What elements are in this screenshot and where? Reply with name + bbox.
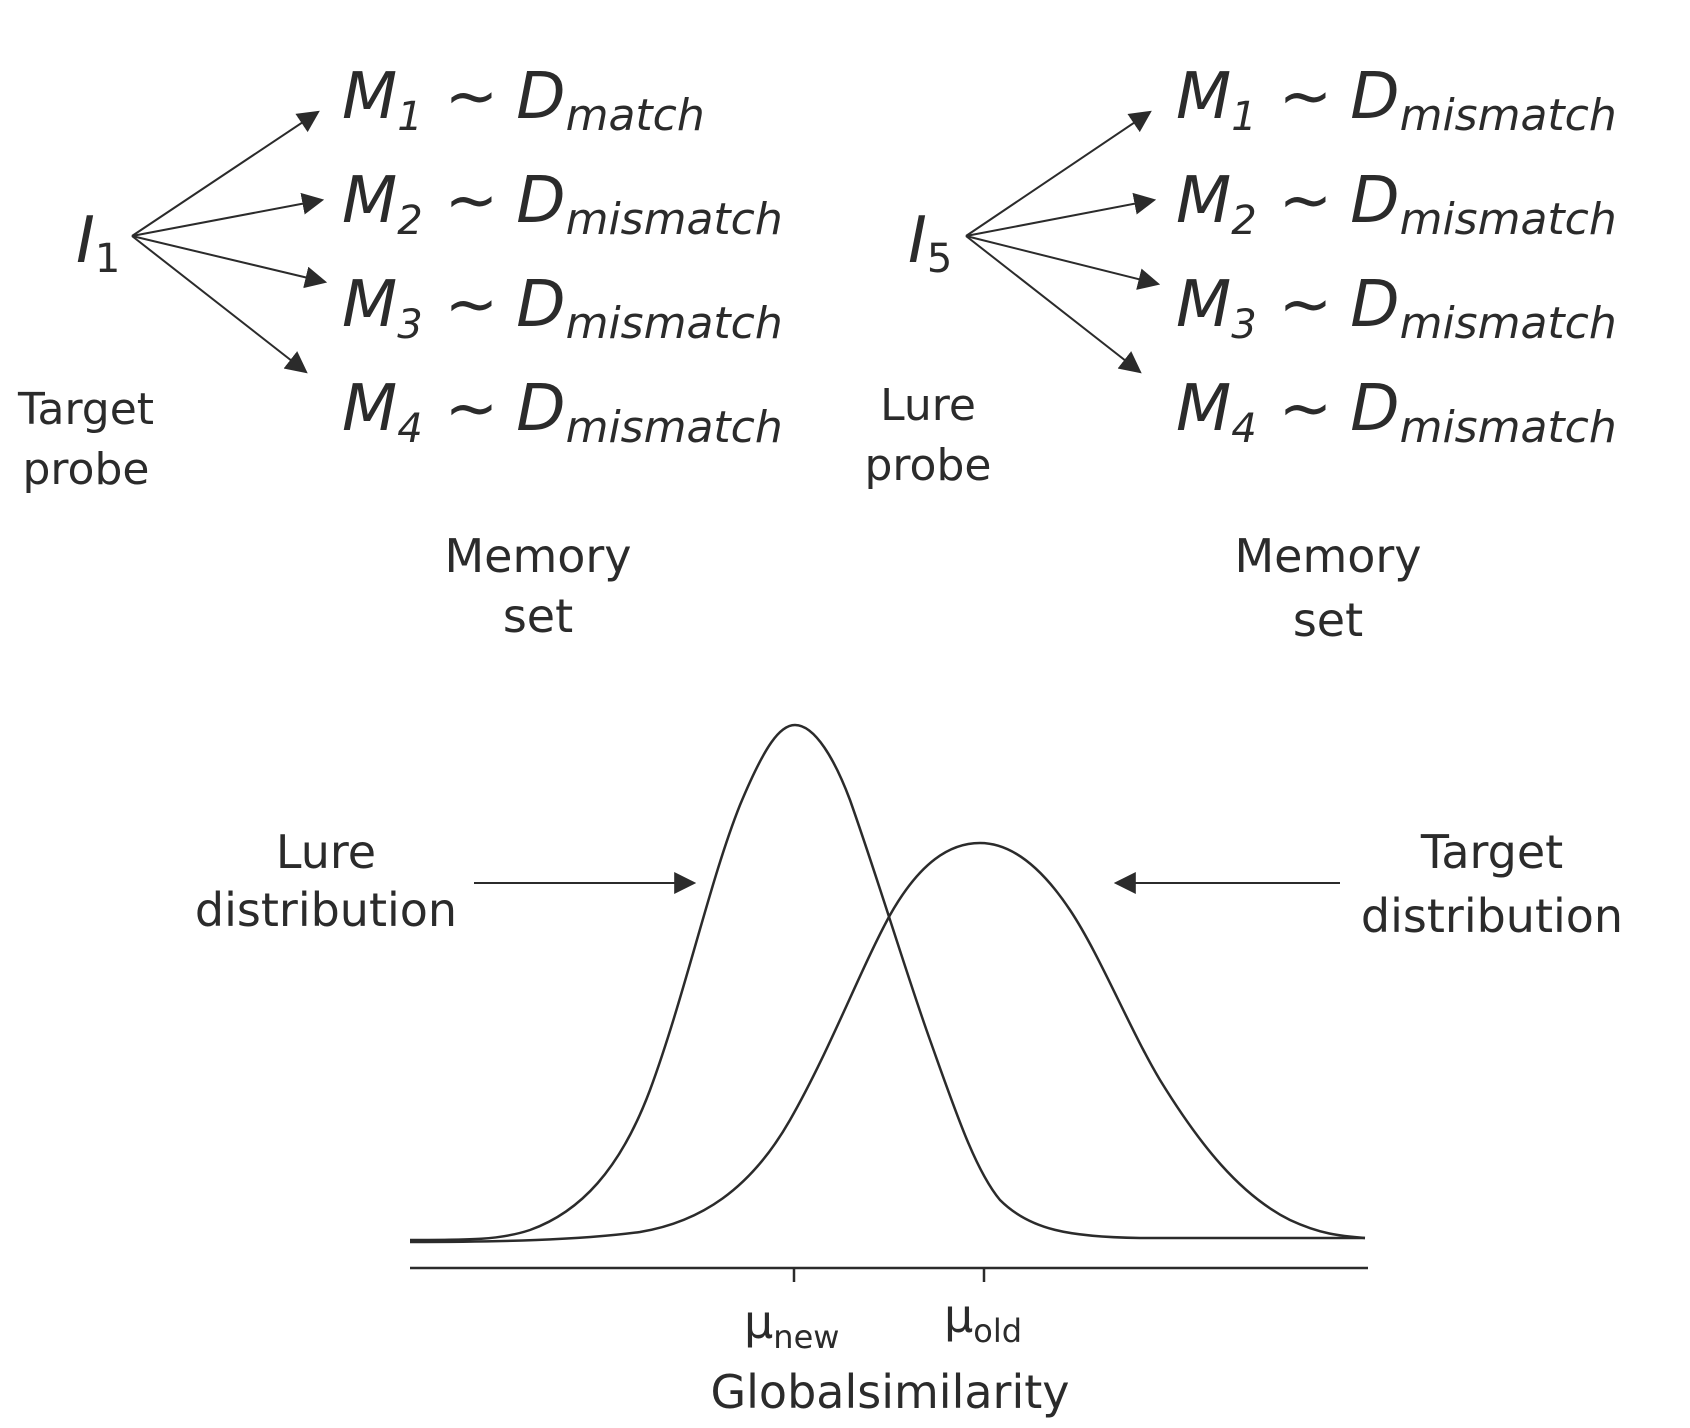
- right-memory-set-label-line2: set: [1293, 593, 1363, 647]
- tick-label-mu-old: μold: [944, 1289, 1022, 1350]
- right-memory-item-4: M4~Dmismatch: [1176, 372, 1617, 453]
- target-distribution-curve: [409, 841, 1366, 1244]
- arrow-to-m3: [965, 235, 1161, 290]
- right-panel: I5 M1~Dmismatch M2~Dmismatch M3~Dmismatc…: [865, 60, 1617, 647]
- left-memory-item-3: M3~Dmismatch: [342, 268, 783, 349]
- right-probe-label-line1: Lure: [880, 380, 976, 431]
- target-distribution-label-line1: Target: [1420, 825, 1563, 879]
- right-memory-set-label-line1: Memory: [1234, 529, 1421, 583]
- arrow-to-m2: [965, 192, 1157, 237]
- left-memory-item-1: M1~Dmatch: [342, 60, 705, 141]
- left-memory-item-2: M2~Dmismatch: [342, 164, 783, 245]
- left-probe-arrows: [131, 110, 328, 374]
- right-probe-arrows: [965, 110, 1161, 374]
- right-memory-item-3: M3~Dmismatch: [1176, 268, 1617, 349]
- left-panel: I1 M1~Dmatch M2~Dmismatch M3~Dmismatch M…: [17, 60, 783, 643]
- left-probe-label-line2: probe: [23, 444, 150, 495]
- lure-distribution-label-line1: Lure: [276, 825, 376, 879]
- right-memory-item-2: M2~Dmismatch: [1176, 164, 1617, 245]
- x-axis-label: Globalsimilarity: [711, 1365, 1070, 1419]
- arrow-to-m2: [131, 192, 325, 237]
- right-probe-symbol: I5: [908, 204, 952, 282]
- arrow-to-m1: [965, 110, 1152, 237]
- lure-distribution-curve: [409, 723, 1365, 1242]
- tick-label-mu-new: μnew: [744, 1295, 839, 1356]
- left-memory-set-label-line2: set: [503, 589, 573, 643]
- right-probe-label-line2: probe: [865, 440, 992, 491]
- left-memory-set-label-line1: Memory: [444, 529, 631, 583]
- right-memory-item-1: M1~Dmismatch: [1176, 60, 1617, 141]
- distribution-plot: μnew μold Globalsimilarity Lure distribu…: [195, 723, 1623, 1419]
- left-probe-label-line1: Target: [17, 384, 154, 435]
- arrow-to-m4: [965, 235, 1142, 374]
- lure-distribution-label-line2: distribution: [195, 883, 457, 937]
- target-distribution-label-line2: distribution: [1361, 889, 1623, 943]
- right-memory-items: M1~Dmismatch M2~Dmismatch M3~Dmismatch M…: [1176, 60, 1617, 453]
- left-memory-items: M1~Dmatch M2~Dmismatch M3~Dmismatch M4~D…: [342, 60, 783, 453]
- arrow-to-m3: [131, 235, 328, 289]
- left-memory-item-4: M4~Dmismatch: [342, 372, 783, 453]
- arrow-to-m4: [131, 235, 308, 374]
- left-probe-symbol: I1: [76, 204, 120, 282]
- arrow-to-m1: [131, 110, 320, 237]
